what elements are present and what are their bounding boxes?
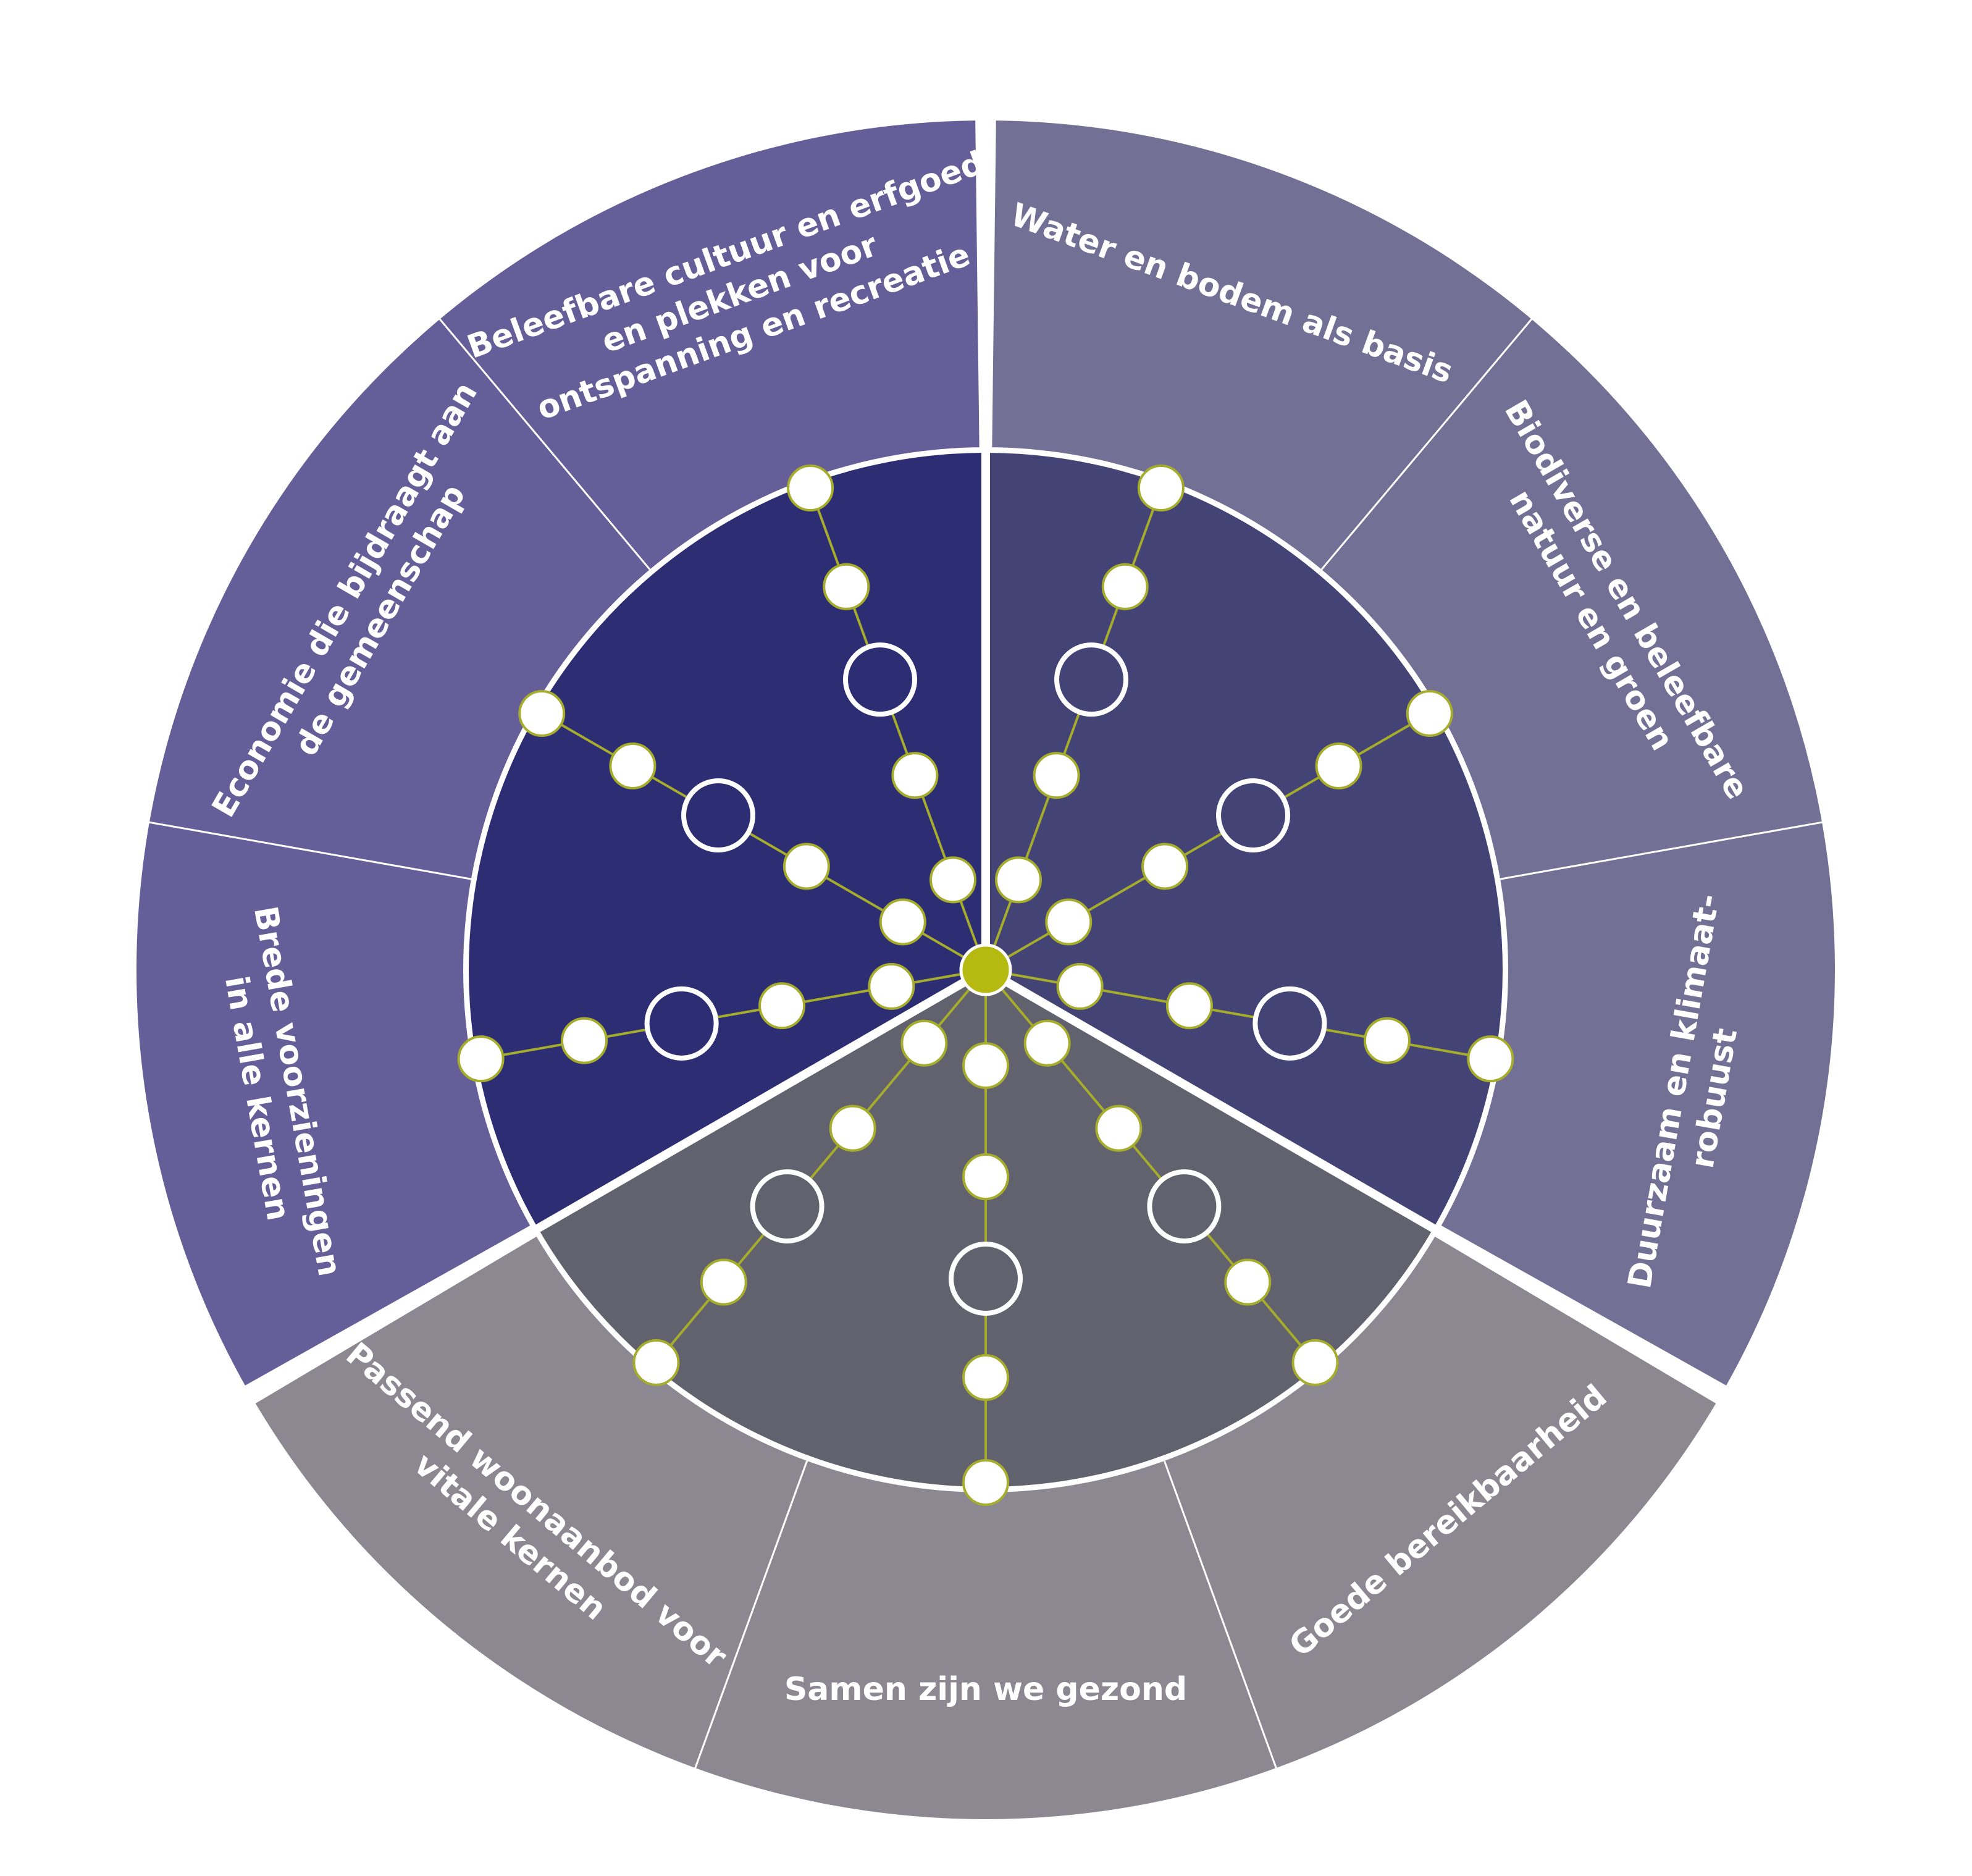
spoke-node xyxy=(829,1104,876,1152)
outer-ring-slate-group xyxy=(992,120,1835,1386)
spoke-node xyxy=(518,690,566,737)
spoke-node xyxy=(962,1354,1009,1401)
spoke-node xyxy=(1291,1339,1339,1386)
spoke-ring xyxy=(842,642,917,717)
spoke-node xyxy=(783,843,830,890)
spoke-node xyxy=(457,1035,505,1083)
spoke-node xyxy=(1165,982,1213,1030)
spoke-node xyxy=(1023,1019,1071,1067)
spokes xyxy=(457,465,1514,1506)
segment-divider-line xyxy=(1320,318,1534,570)
spoke xyxy=(984,969,1339,1386)
spoke-node xyxy=(879,898,926,946)
segment-divider-line xyxy=(1163,1460,1278,1770)
segment-label-gezond: Samen zijn we gezond xyxy=(784,1671,1187,1708)
spoke xyxy=(787,465,987,970)
spoke-ring xyxy=(644,986,719,1061)
center-hub xyxy=(959,943,1012,996)
segment-label-line: Samen zijn we gezond xyxy=(784,1671,1187,1708)
segment-divider-line xyxy=(438,318,651,570)
outer-ring-purple-group xyxy=(136,120,980,1386)
spoke-ring xyxy=(949,1242,1023,1316)
spoke-node xyxy=(1033,752,1080,799)
outer-ring-grey-group xyxy=(255,1230,1716,1820)
spoke-node xyxy=(1101,563,1149,610)
spoke-node xyxy=(995,856,1043,904)
spoke xyxy=(985,690,1453,971)
spoke-node xyxy=(1467,1035,1514,1083)
spoke-ring xyxy=(681,778,755,852)
spoke-node xyxy=(1363,1017,1411,1064)
inner-divider-line xyxy=(983,965,1441,1235)
spoke-ring xyxy=(1147,1169,1222,1244)
segment-divider-line xyxy=(1500,821,1824,880)
spoke-node xyxy=(929,856,976,904)
spoke-node xyxy=(1095,1104,1143,1152)
spoke xyxy=(949,970,1023,1506)
spoke-node xyxy=(609,742,657,789)
segment-divider-line xyxy=(148,821,472,880)
spoke-ring xyxy=(750,1169,824,1244)
spoke-node xyxy=(758,982,806,1030)
spoke-node xyxy=(962,1042,1009,1089)
spoke-node xyxy=(1406,690,1453,737)
spoke-ring xyxy=(1054,642,1129,717)
outer-ring xyxy=(136,120,1835,1820)
spoke-node xyxy=(787,465,834,512)
inner-divider-line xyxy=(531,965,988,1235)
spoke-node xyxy=(900,1019,948,1067)
spoke-node xyxy=(1045,898,1093,946)
spoke-node xyxy=(700,1258,747,1306)
spoke-node xyxy=(823,563,870,610)
spoke-node xyxy=(962,1153,1009,1200)
spoke-node xyxy=(632,1339,680,1386)
spoke-node xyxy=(868,962,915,1010)
spoke xyxy=(457,962,986,1083)
spoke-node xyxy=(1224,1258,1272,1306)
spoke xyxy=(985,962,1514,1083)
spoke-ring xyxy=(1252,986,1327,1061)
spoke-node xyxy=(1137,465,1185,512)
spoke-node xyxy=(891,752,939,799)
spoke-node xyxy=(1141,843,1189,890)
spoke xyxy=(518,690,987,971)
spoke xyxy=(632,969,987,1386)
spoke-node xyxy=(1056,962,1104,1010)
spoke-node xyxy=(561,1017,608,1064)
segment-divider-line xyxy=(694,1460,808,1770)
inner-sector-dividers xyxy=(531,447,1441,1235)
spoke-ring xyxy=(1216,778,1291,852)
spoke-node xyxy=(962,1459,1009,1506)
spoke xyxy=(984,465,1185,970)
segment-dividers xyxy=(148,318,1824,1770)
spoke-node xyxy=(1315,742,1362,789)
